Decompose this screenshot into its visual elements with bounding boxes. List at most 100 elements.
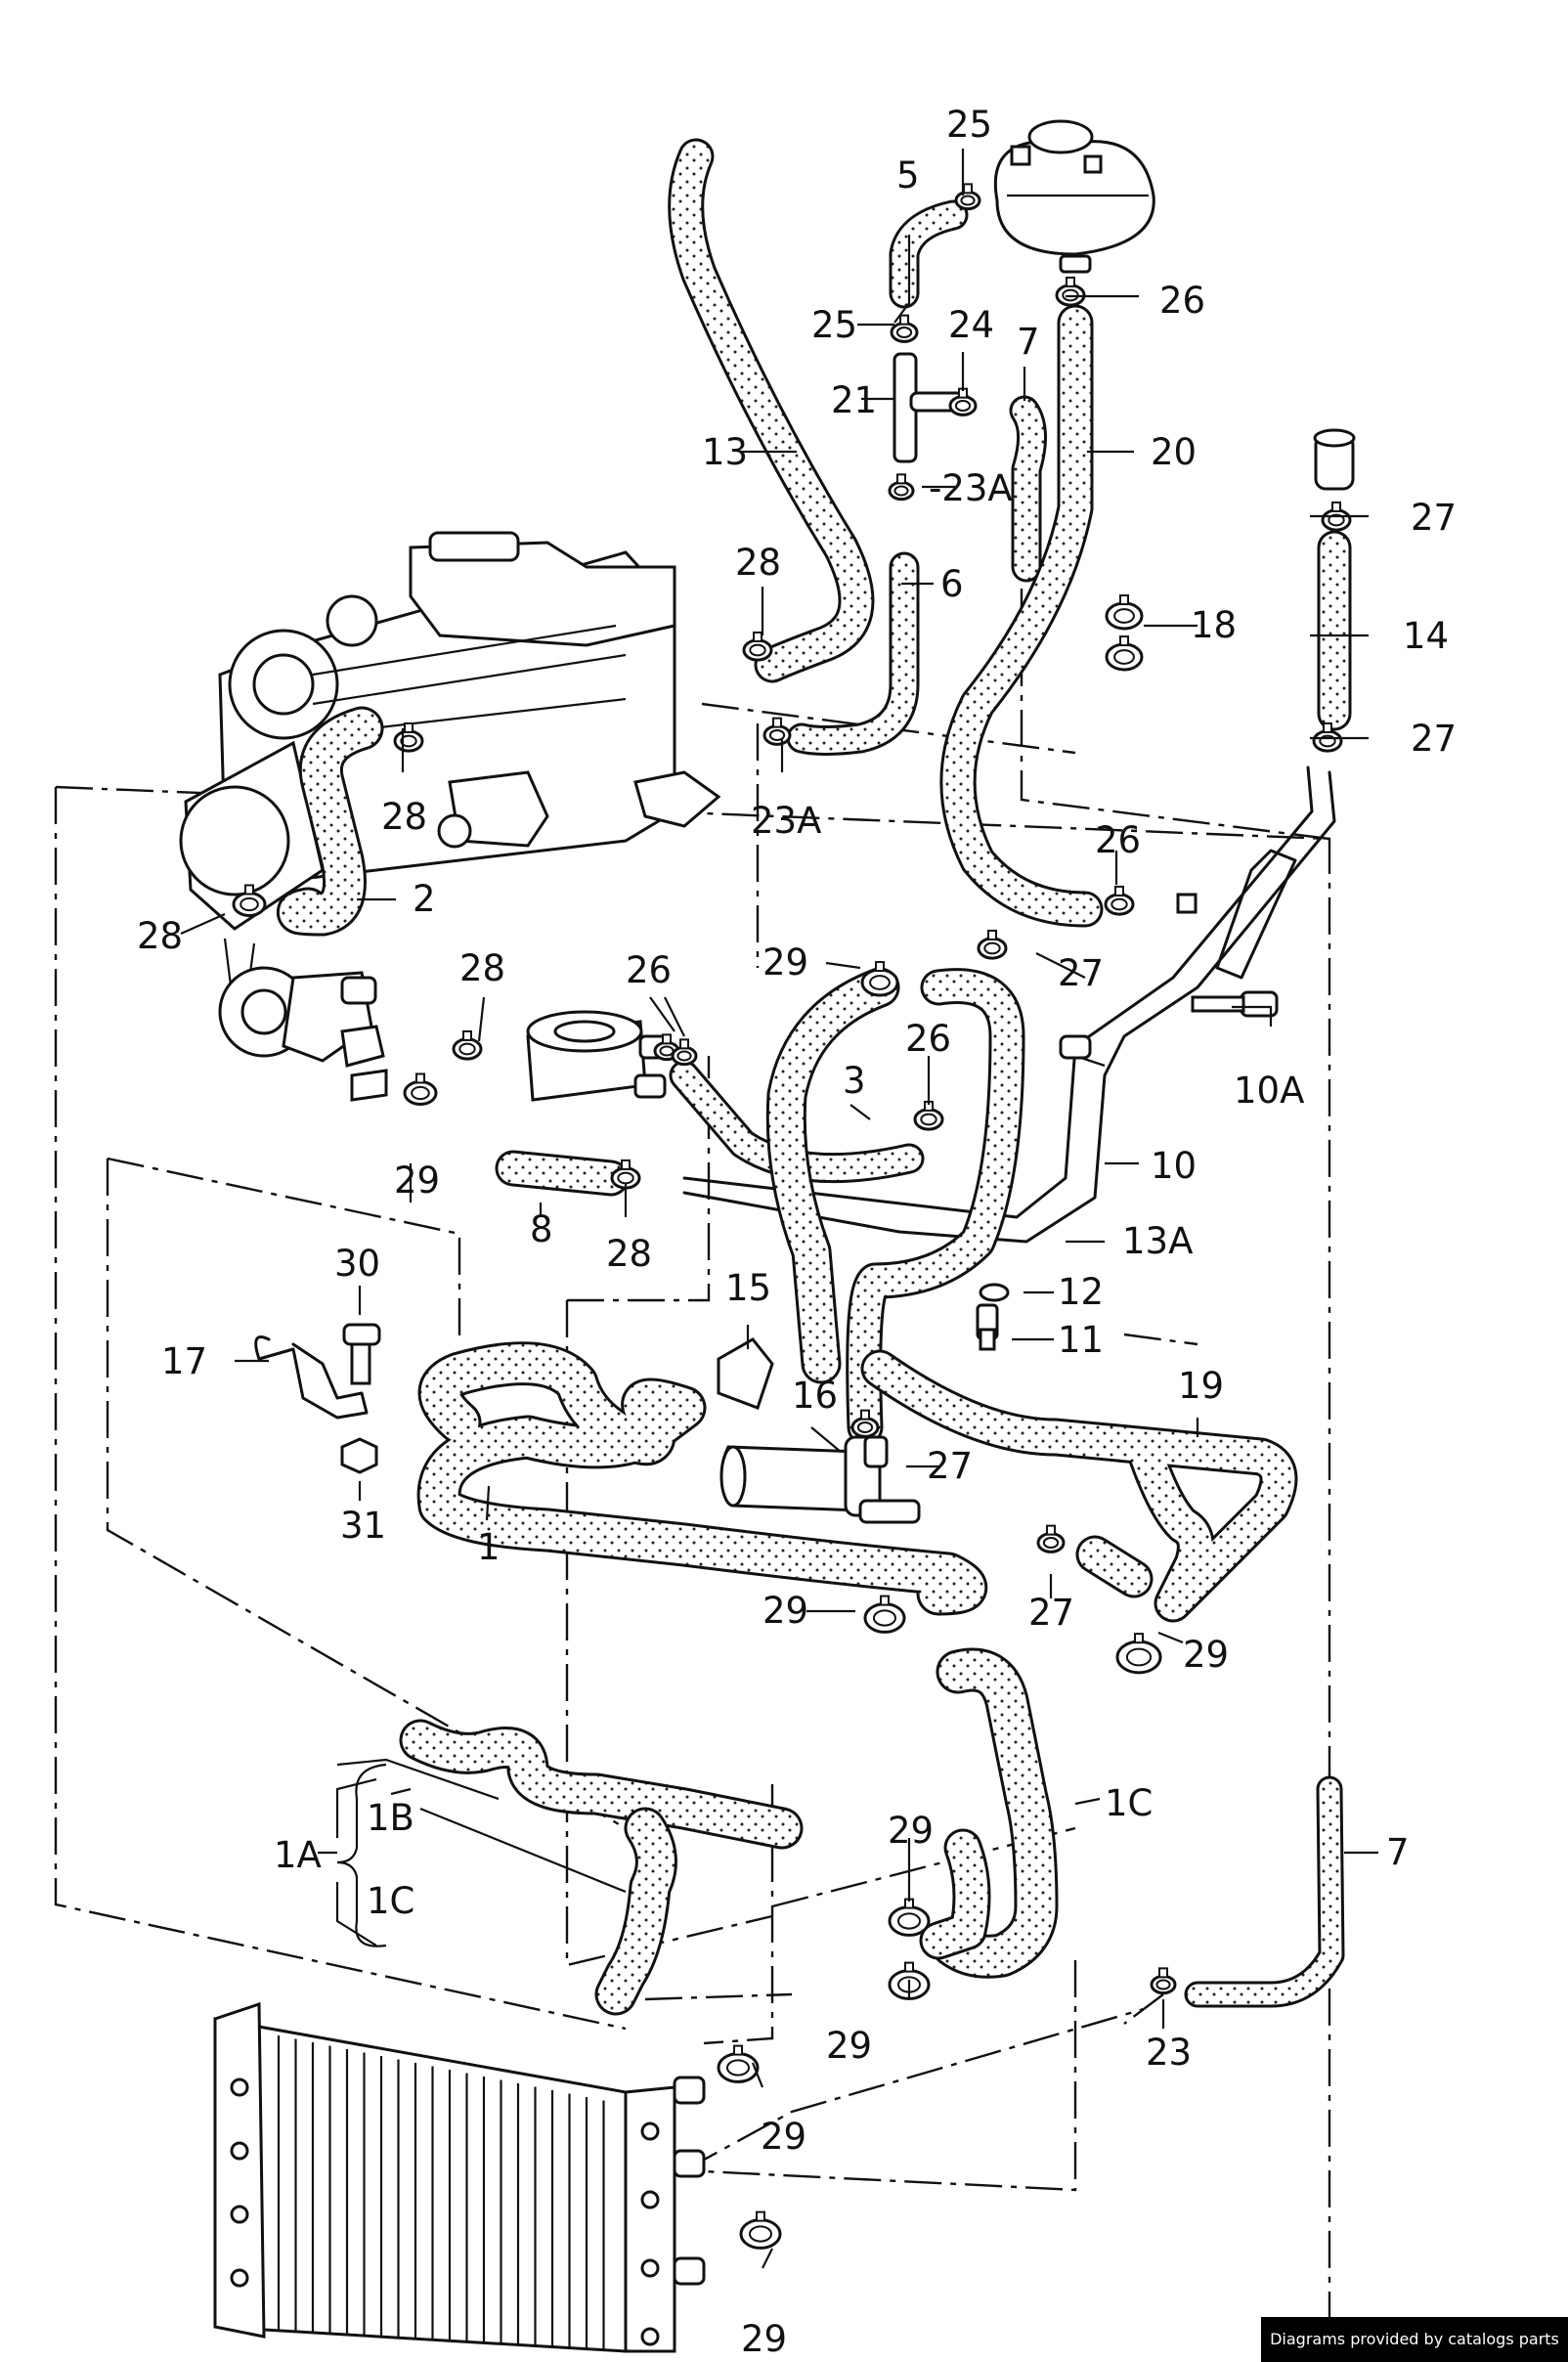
hose-8 — [495, 1150, 630, 1197]
label-25: 25 — [811, 304, 857, 346]
clamp-26-tank — [1055, 276, 1086, 307]
label-10: 10 — [1151, 1145, 1197, 1187]
wire-bracket-17 — [254, 1335, 369, 1420]
label-19: 19 — [1178, 1365, 1224, 1407]
label-29: 29 — [762, 1590, 808, 1632]
clamp-18-b — [1105, 635, 1144, 672]
label-28: 28 — [381, 796, 427, 838]
clamp-28-upper — [742, 631, 773, 662]
bracket-15 — [717, 1337, 774, 1410]
t-piece-21 — [893, 352, 970, 463]
label-24: 24 — [948, 304, 994, 346]
clamp-23A-upper — [888, 473, 915, 502]
metal-pipe-10 — [682, 765, 1336, 1244]
label-28: 28 — [735, 542, 781, 584]
label-16: 16 — [792, 1375, 838, 1417]
label-31: 31 — [340, 1505, 386, 1547]
label-27: 27 — [927, 1445, 973, 1487]
hose-7-lower — [1184, 1775, 1345, 2008]
label-13A: 13A — [1122, 1220, 1193, 1262]
label-27: 27 — [1028, 1592, 1074, 1634]
label-30: 30 — [334, 1243, 380, 1285]
clamp-24 — [948, 387, 978, 416]
clamp-29-rad-top — [717, 2044, 760, 2083]
clamp-26-cooler-b — [671, 1038, 698, 1067]
clamp-27-lower — [1312, 722, 1343, 753]
clamp-26-right — [913, 1100, 944, 1131]
hose-1B — [399, 1719, 804, 1850]
label-20: 20 — [1151, 431, 1197, 473]
label-6: 6 — [940, 563, 964, 605]
clamp-25 — [890, 314, 919, 343]
hose-20 — [939, 304, 1104, 928]
clamp-23 — [1150, 1967, 1177, 1995]
label-10A: 10A — [1234, 1070, 1304, 1112]
label-3: 3 — [843, 1060, 866, 1102]
label-26: 26 — [1159, 280, 1205, 322]
clamp-26-mid — [1104, 885, 1135, 916]
coolant-hoses — [276, 138, 1352, 2016]
label-8: 8 — [530, 1208, 553, 1250]
label-13: 13 — [702, 431, 748, 473]
clamp-25-top — [954, 183, 981, 211]
water-pump-housing — [218, 966, 388, 1102]
washer-12 — [979, 1283, 1010, 1302]
clamp-28-left — [232, 884, 267, 918]
hose-2 — [276, 706, 384, 937]
label-1A-brace — [336, 1763, 387, 1947]
hose-5 — [889, 199, 969, 309]
aux-pump-16 — [719, 1435, 921, 1524]
clamp-29-pump — [403, 1072, 438, 1107]
hose-13A-b — [846, 968, 1025, 1446]
clamp-27-pump — [850, 1409, 880, 1438]
leader-lines — [180, 149, 1378, 2269]
label-18: 18 — [1191, 604, 1237, 646]
bolt-11 — [976, 1303, 999, 1351]
bolt-30 — [342, 1323, 381, 1385]
label-5: 5 — [896, 154, 920, 197]
clamp-27-lower-b — [1036, 1524, 1066, 1553]
label-28: 28 — [606, 1233, 652, 1275]
label-29: 29 — [888, 1810, 934, 1852]
label-27: 27 — [1411, 718, 1457, 760]
label-27: 27 — [1411, 497, 1457, 539]
hose-clamps — [232, 183, 1352, 2250]
hose-1C-b — [919, 1828, 991, 1960]
label-2: 2 — [413, 878, 436, 920]
oil-cooler — [526, 1010, 672, 1102]
label-1A: 1A — [274, 1834, 322, 1876]
clamp-27-mid — [977, 929, 1008, 960]
label-29: 29 — [394, 1159, 440, 1202]
engine-block — [179, 531, 721, 1018]
label-26: 26 — [1095, 819, 1141, 861]
hose-1C — [931, 1647, 1059, 1979]
label-23: 23 — [1146, 2032, 1192, 2074]
label-7: 7 — [1017, 321, 1040, 363]
clamp-29-upper — [860, 961, 899, 997]
diagram-credit: Diagrams provided by catalogs parts — [1261, 2317, 1568, 2362]
label-28: 28 — [459, 947, 505, 989]
clamp-18-a — [1105, 594, 1144, 631]
label-11: 11 — [1058, 1319, 1104, 1361]
hose-13A — [765, 967, 900, 1384]
label-27: 27 — [1058, 952, 1104, 994]
hose-13 — [668, 138, 875, 683]
label-26: 26 — [626, 949, 672, 991]
label-29: 29 — [1183, 1634, 1229, 1676]
label-14: 14 — [1403, 615, 1449, 657]
clamp-28-pump — [452, 1029, 483, 1061]
label-28: 28 — [137, 915, 183, 957]
label-29: 29 — [761, 2116, 806, 2158]
clamp-23A-lower — [762, 717, 792, 746]
label-7: 7 — [1386, 1831, 1410, 1873]
cap-14-top — [1313, 428, 1356, 491]
label-29: 29 — [826, 2025, 872, 2067]
bolt-10A — [1191, 990, 1279, 1018]
label-1B: 1B — [367, 1797, 414, 1839]
label-25: 25 — [946, 104, 992, 146]
clamp-29-mid-a — [888, 1898, 931, 1937]
hose-7-upper — [1009, 395, 1048, 583]
hose-1B-down — [594, 1807, 677, 2016]
label-29: 29 — [741, 2318, 787, 2360]
